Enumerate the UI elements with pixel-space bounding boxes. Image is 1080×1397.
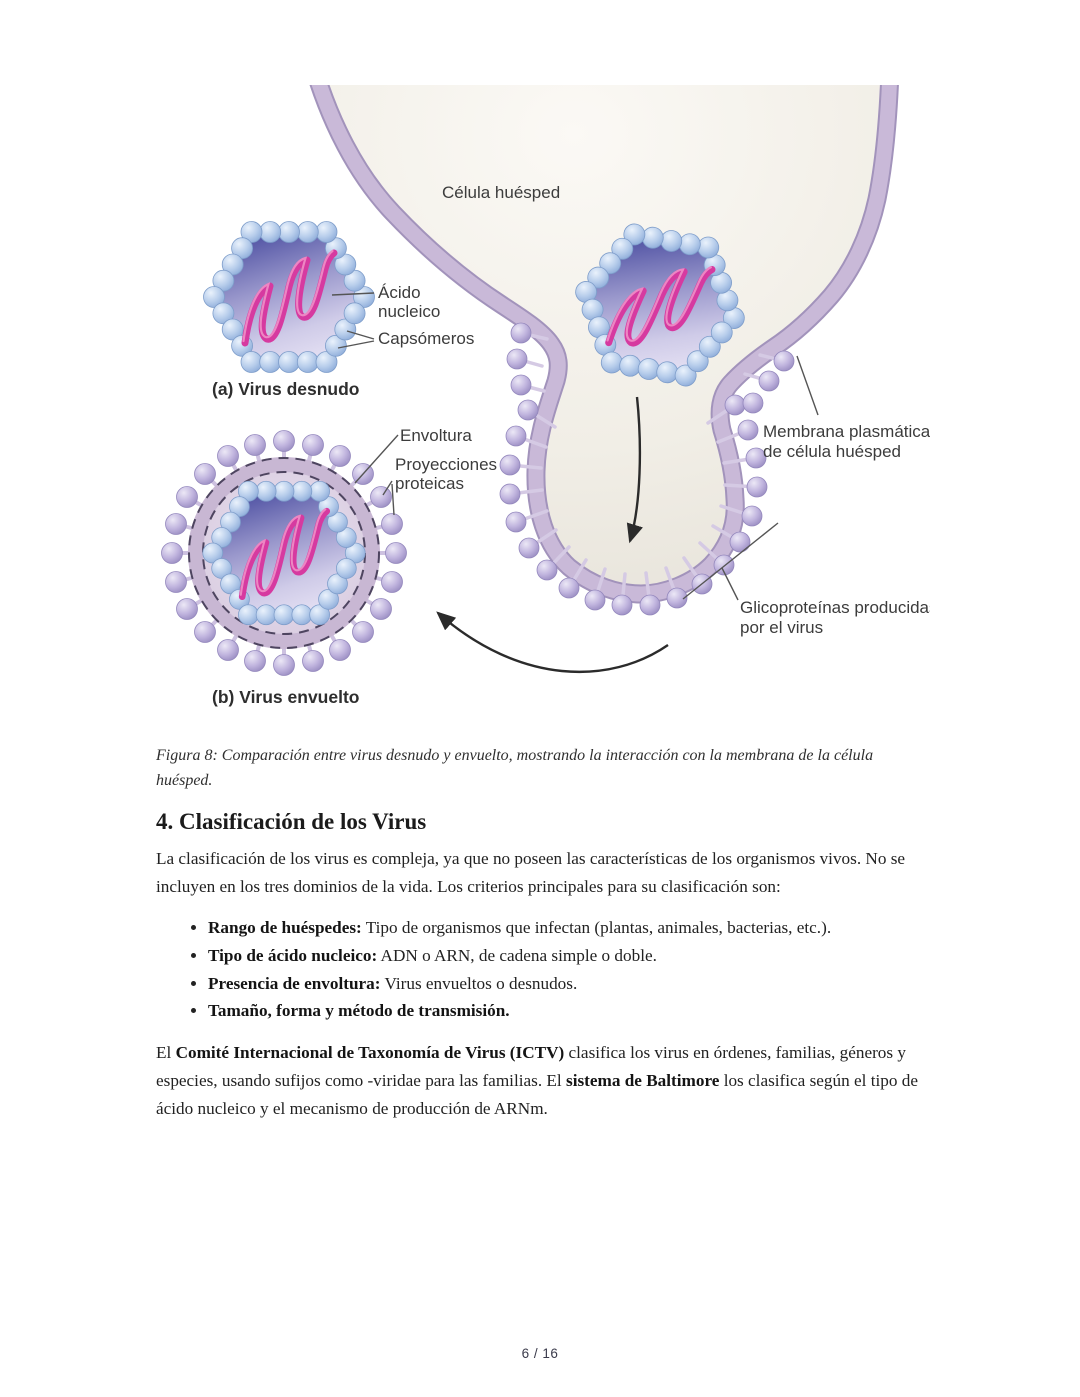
label-capsomeros: Capsómeros — [378, 329, 474, 348]
label-glicoproteinas: Glicoproteínas producidas — [740, 598, 930, 617]
section-heading: 4. Clasificación de los Virus — [156, 808, 427, 834]
paragraph-intro: La clasificación de los virus es complej… — [156, 849, 906, 897]
label-proyecciones-proteicas: Proyecciones — [395, 455, 497, 474]
list-item: Presencia de envoltura: Virus envueltos … — [208, 970, 928, 998]
label-membrana-plasmatica: Membrana plasmática — [763, 422, 930, 441]
label-virus-envuelto: (b) Virus envuelto — [212, 687, 359, 707]
figure-virus-comparison: Célula huésped Ácido nucleico Capsómeros… — [161, 85, 930, 707]
label-celula-huesped: Célula huésped — [442, 183, 560, 202]
figure-labels: Célula huésped Ácido nucleico Capsómeros… — [212, 183, 930, 707]
text-content: Figura 8: Comparación entre virus desnud… — [156, 744, 928, 1123]
list-item: Tamaño, forma y método de transmisión. — [208, 997, 928, 1025]
budding-direction-arrow — [626, 396, 643, 544]
svg-text:por el virus: por el virus — [740, 618, 823, 637]
paragraph-outro: El Comité Internacional de Taxonomía de … — [156, 1043, 918, 1119]
label-virus-desnudo: (a) Virus desnudo — [212, 379, 359, 399]
release-arrow — [436, 611, 669, 674]
label-envoltura: Envoltura — [400, 426, 472, 445]
list-item: Rango de huéspedes: Tipo de organismos q… — [208, 914, 928, 942]
enveloped-virus-b — [161, 430, 407, 676]
figure-caption: Figura 8: Comparación entre virus desnud… — [156, 747, 874, 789]
naked-virus-a — [204, 222, 375, 373]
list-item: Tipo de ácido nucleico: ADN o ARN, de ca… — [208, 942, 928, 970]
page-number: 6 / 16 — [521, 1346, 559, 1361]
svg-text:nucleico: nucleico — [378, 302, 440, 321]
leader-lines — [331, 292, 819, 601]
arrows — [436, 396, 669, 674]
svg-text:proteicas: proteicas — [395, 474, 464, 493]
viral-glycoprotein-spikes — [499, 322, 795, 616]
svg-text:de célula huésped: de célula huésped — [763, 442, 901, 461]
label-acido-nucleico: Ácido — [378, 283, 421, 302]
criteria-list: Rango de huéspedes: Tipo de organismos q… — [156, 914, 928, 1025]
plasma-membrane — [311, 85, 897, 602]
